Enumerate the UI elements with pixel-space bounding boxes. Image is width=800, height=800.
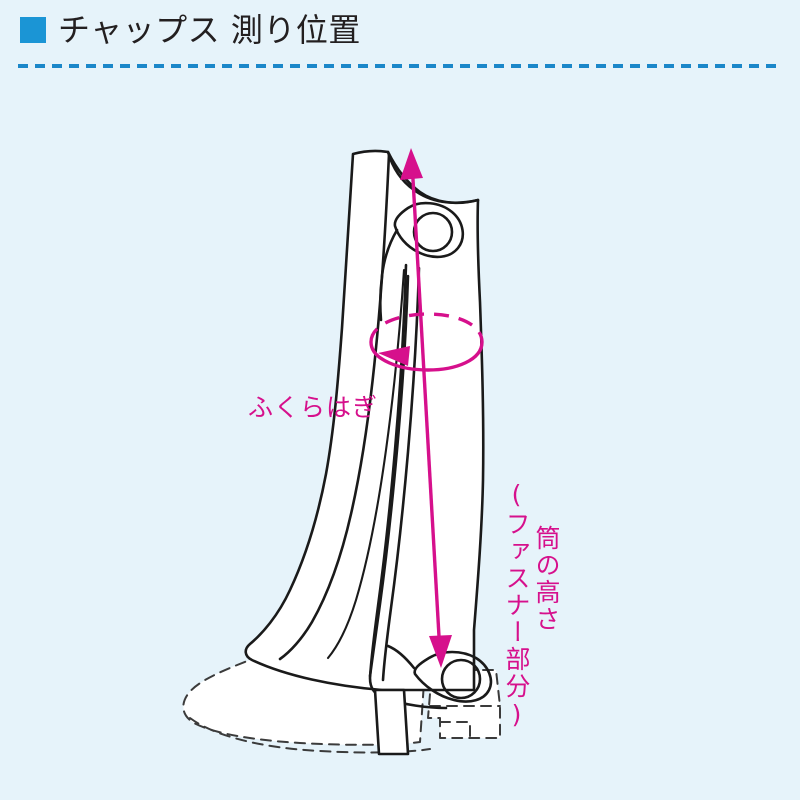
measure-label-calf: ふくらはぎ [248,393,379,422]
shaft-arrowhead-bottom-icon [429,635,452,668]
zipper-pull-rings [412,211,482,700]
measure-shaft-height [400,148,452,668]
measure-label-shaft-height: 筒の高さ [532,525,561,633]
measure-calf-circumference [369,312,484,372]
zipper-pull-bottom-ring [440,658,482,700]
header-dashed-divider [18,64,782,68]
page-header: チャップス 測り位置 [0,0,800,68]
measure-label-shaft-height-note: (ファスナー部分) [502,480,531,731]
chaps-measurement-illustration: ふくらはぎ 筒の高さ (ファスナー部分) [0,70,800,800]
stirrup-strap [373,688,410,756]
calf-arrowhead-icon [378,346,410,366]
blue-square-bullet-icon [20,17,46,43]
zipper-pull-top-ring [412,211,454,253]
page-title: チャップス 測り位置 [58,11,361,49]
shaft-arrowhead-top-icon [400,148,423,180]
chaps-diagram-svg [182,148,501,756]
